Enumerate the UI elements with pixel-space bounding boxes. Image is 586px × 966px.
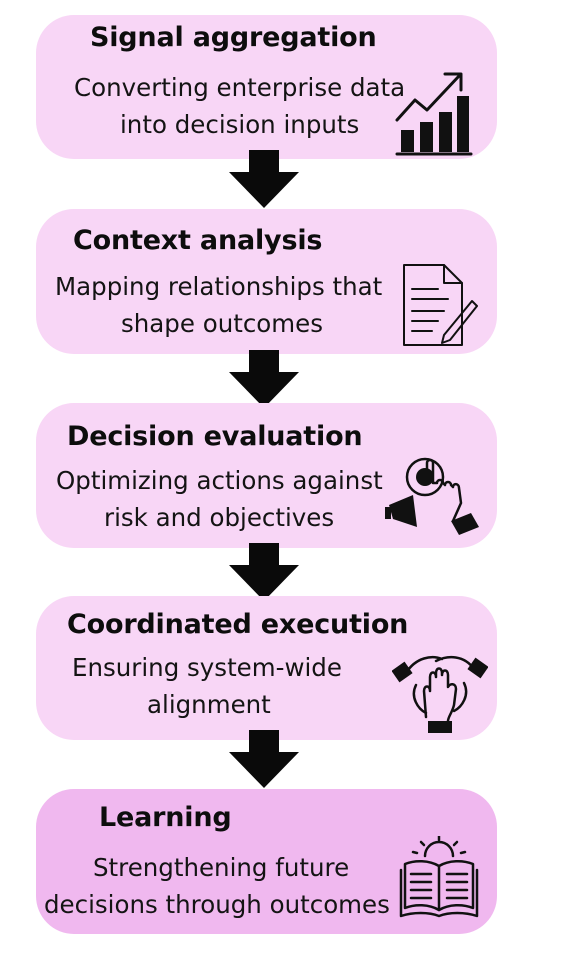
- step-title: Context analysis: [73, 225, 323, 256]
- handshake-icon: [392, 655, 488, 733]
- step-title: Coordinated execution: [67, 609, 409, 640]
- step-description-line: Optimizing actions against: [56, 466, 383, 495]
- step-description-line: into decision inputs: [120, 110, 360, 139]
- step-description-line: alignment: [147, 690, 271, 719]
- target-hand-megaphone-icon: [385, 457, 479, 535]
- flow-arrow: [229, 350, 299, 408]
- step-title: Decision evaluation: [67, 421, 363, 452]
- step-title: Signal aggregation: [90, 22, 377, 53]
- step-description-line: Ensuring system-wide: [72, 653, 342, 682]
- flow-arrow: [229, 150, 299, 208]
- step-box-context-analysis: [36, 209, 497, 354]
- step-description-line: risk and objectives: [104, 503, 335, 532]
- flow-arrow: [229, 543, 299, 601]
- flow-arrow: [229, 730, 299, 788]
- document-pen-icon: [403, 264, 478, 346]
- step-title: Learning: [99, 802, 232, 833]
- step-description-line: shape outcomes: [121, 309, 324, 338]
- step-description-line: Converting enterprise data: [74, 73, 406, 102]
- step-box-coordinated-execution: [36, 596, 497, 740]
- step-description-line: Mapping relationships that: [55, 272, 383, 301]
- open-book-icon: [399, 836, 479, 918]
- step-description-line: decisions through outcomes: [44, 890, 390, 919]
- growth-chart-icon: [395, 72, 473, 156]
- step-description-line: Strengthening future: [93, 853, 350, 882]
